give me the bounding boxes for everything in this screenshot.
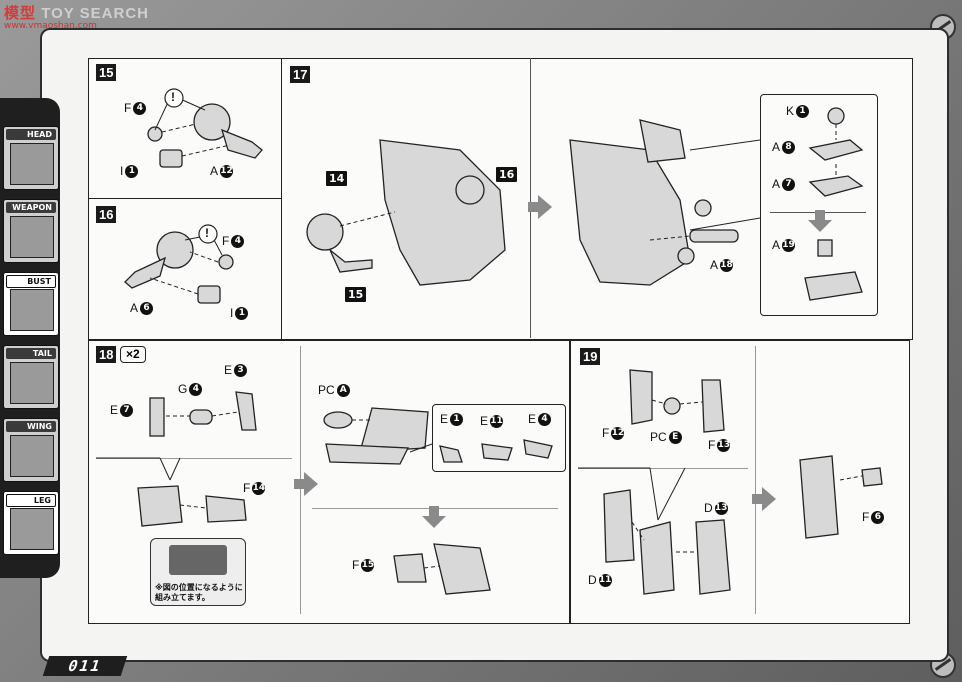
head-part-icon <box>10 143 54 185</box>
weapon-part-icon <box>10 216 54 258</box>
watermark-logo: 模型 TOY SEARCH <box>4 5 149 22</box>
step-18-arrow-right <box>294 472 318 496</box>
ref-label-14: 14 <box>326 171 348 186</box>
ref-label-16: 16 <box>496 167 518 182</box>
torso-assembly-2 <box>569 139 691 286</box>
sidebar-tab-wing[interactable]: WING <box>3 418 59 482</box>
note-diagram <box>169 545 227 575</box>
step-18-left-divider <box>96 458 292 459</box>
step-19-arrow-right <box>752 487 776 511</box>
shoulder-joint-part <box>193 103 231 141</box>
caution-mark-16: ! <box>205 226 209 240</box>
tail-part-icon <box>10 362 54 404</box>
step-18-badge: 18 <box>96 346 117 363</box>
step-17-divider <box>530 58 531 338</box>
sidebar-tab-leg[interactable]: LEG <box>3 491 59 555</box>
step-19-badge: 19 <box>580 348 601 365</box>
step-17-arrow-right <box>528 195 552 219</box>
sphere-part-k1 <box>827 107 845 125</box>
assembly-note: ※図の位置になるように 組み立てます。 <box>150 538 246 606</box>
step-19-divider <box>755 346 756 614</box>
ref-label-15: 15 <box>345 287 367 302</box>
wing-part-icon <box>10 435 54 477</box>
torso-assembly <box>379 139 506 286</box>
leg-part-icon <box>10 508 54 550</box>
step-15-badge: 15 <box>96 64 117 81</box>
sidebar-tab-tail[interactable]: TAIL <box>3 345 59 409</box>
caution-mark <box>198 224 218 244</box>
caution-mark-15: ! <box>171 90 175 104</box>
rod-part-a18 <box>689 229 739 243</box>
ball-joint-part <box>218 254 234 270</box>
step-19-panel <box>570 340 910 624</box>
ball-joint-part <box>147 126 163 142</box>
arm-part-a6 <box>124 256 167 289</box>
shoulder-joint-part <box>156 231 194 269</box>
arm-part-a12 <box>220 128 263 159</box>
bust-part-icon <box>10 289 54 331</box>
step-17-arrow-down <box>808 210 832 232</box>
sidebar-tab-weapon[interactable]: WEAPON <box>3 199 59 263</box>
sidebar-tab-head[interactable]: HEAD <box>3 126 59 190</box>
step-19-left-divider <box>578 468 748 469</box>
watermark-url: www.vmaoshan.com <box>4 21 97 31</box>
step-18-multiplier: ×2 <box>120 346 146 363</box>
caution-mark <box>164 88 184 108</box>
cylinder-part-i1 <box>159 149 183 168</box>
step-18-arrow-down <box>422 506 446 528</box>
sidebar-tab-bust[interactable]: BUST <box>3 272 59 336</box>
section-sidebar: HEAD WEAPON BUST TAIL WING LEG <box>0 98 60 578</box>
step-16-badge: 16 <box>96 206 117 223</box>
cylinder-part-i1 <box>197 285 221 304</box>
step-17-badge: 17 <box>290 66 311 83</box>
